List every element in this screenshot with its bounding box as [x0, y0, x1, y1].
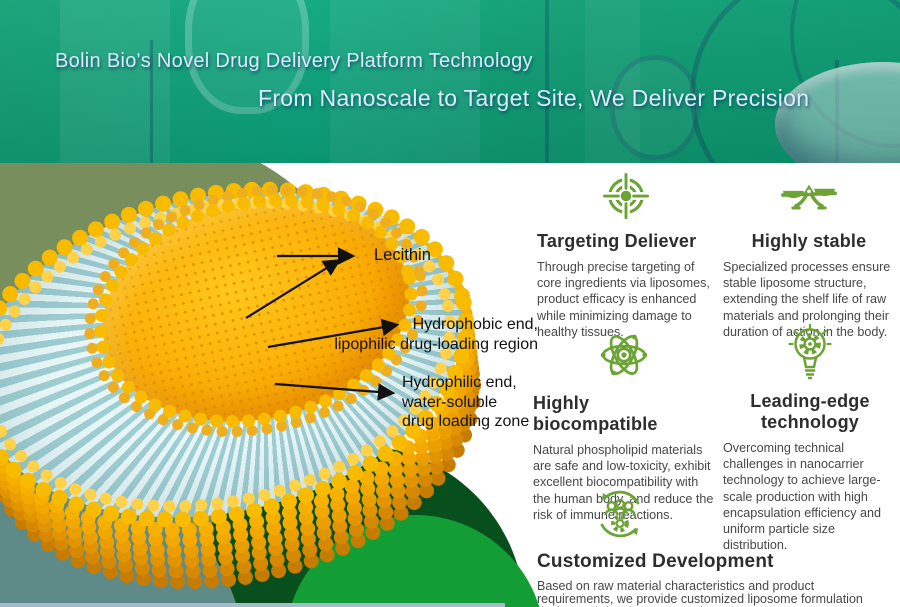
flask-shape — [185, 0, 309, 114]
header-title-line2: From Nanoscale to Target Site, We Delive… — [258, 85, 810, 111]
feature-customized: Customized Development Based on raw mate… — [537, 486, 867, 607]
bottom-strip-decor — [0, 603, 505, 607]
feature-body: Through precise targeting of core ingred… — [537, 260, 710, 339]
stand-rod-shape — [150, 40, 153, 163]
header-banner: Bolin Bio's Novel Drug Delivery Platform… — [0, 0, 900, 163]
feature-body: Specialized processes ensure stable lipo… — [723, 260, 891, 339]
liposome-illustration — [0, 105, 547, 607]
bulb-gear-icon — [723, 324, 897, 382]
label-hydrophobic-line1: Hydrophobic end, — [412, 316, 538, 333]
label-hydrophilic-line2: water-soluble — [402, 393, 498, 411]
label-hydrophilic-line1: Hydrophilic end, — [402, 374, 517, 391]
feature-title: Leading-edge technology — [750, 391, 870, 432]
label-hydrophilic-line3: drug loading zone — [402, 413, 530, 430]
feature-targeting: Targeting Deliever Through precise targe… — [537, 170, 715, 340]
people-gear-icon — [537, 486, 867, 542]
feature-title: Highly stable — [751, 231, 867, 251]
feature-title: Targeting Deliever — [537, 231, 697, 251]
feature-title: Highly biocompatible — [533, 393, 658, 434]
feature-body: Natural phospholipid materials are safe … — [533, 443, 714, 522]
feature-biocompatible: Highly biocompatible Natural phospholipi… — [533, 326, 715, 523]
liposome-rim-beads — [0, 181, 474, 528]
balance-icon — [723, 170, 895, 222]
feature-title: Customized Development — [537, 551, 774, 572]
header-title-line1: Bolin Bio's Novel Drug Delivery Platform… — [55, 50, 533, 72]
label-hydrophobic-line2: lipophilic drug-loading region — [334, 335, 538, 353]
target-icon — [537, 170, 715, 222]
header-overlay — [0, 0, 900, 163]
atom-icon — [533, 326, 715, 384]
feature-technology: Leading-edge technology Overcoming techn… — [723, 324, 897, 553]
header-photo-decor — [330, 0, 480, 163]
tube-shape — [690, 0, 900, 163]
label-lecithin: Lecithin — [374, 246, 431, 264]
feature-stability: Highly stable Specialized processes ensu… — [723, 170, 895, 340]
feature-body: Overcoming technical challenges in nanoc… — [723, 441, 881, 553]
stand-rod-shape — [545, 0, 549, 163]
feature-body: Based on raw material characteristics an… — [537, 579, 863, 607]
label-hydrophilic: Hydrophilic end, water-soluble drug load… — [402, 373, 529, 432]
header-photo-decor — [60, 0, 170, 163]
label-hydrophobic: Hydrophobic end, lipophilic drug-loading… — [316, 315, 538, 354]
